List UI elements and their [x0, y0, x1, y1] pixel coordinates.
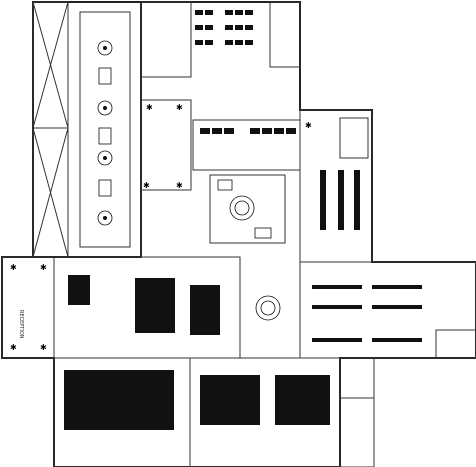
svg-text:✱: ✱	[40, 343, 47, 352]
lobby-label: RECEPTION	[18, 310, 24, 339]
round-table	[97, 100, 113, 116]
atrium	[209, 174, 286, 244]
svg-text:✱: ✱	[10, 263, 17, 272]
workstations-right	[299, 261, 476, 359]
svg-text:✱: ✱	[176, 181, 183, 190]
markers: ✱ ✱ ✱ ✱ ✱ ✱ ✱ ✱ ✱	[10, 103, 312, 352]
bottom-seating	[53, 357, 375, 467]
svg-text:✱: ✱	[10, 343, 17, 352]
round-table	[97, 40, 113, 56]
svg-text:✱: ✱	[146, 103, 153, 112]
top-offices	[140, 1, 301, 191]
svg-text:✱: ✱	[176, 103, 183, 112]
banquet-area	[79, 11, 131, 248]
round-table	[97, 150, 113, 166]
stair-void	[32, 1, 69, 258]
round-table	[97, 210, 113, 226]
right-wing	[299, 109, 373, 263]
middle-band: RECEPTION	[1, 256, 281, 359]
svg-text:✱: ✱	[305, 121, 312, 130]
svg-text:✱: ✱	[40, 263, 47, 272]
svg-text:✱: ✱	[143, 181, 150, 190]
desk-cluster-top	[192, 10, 301, 171]
